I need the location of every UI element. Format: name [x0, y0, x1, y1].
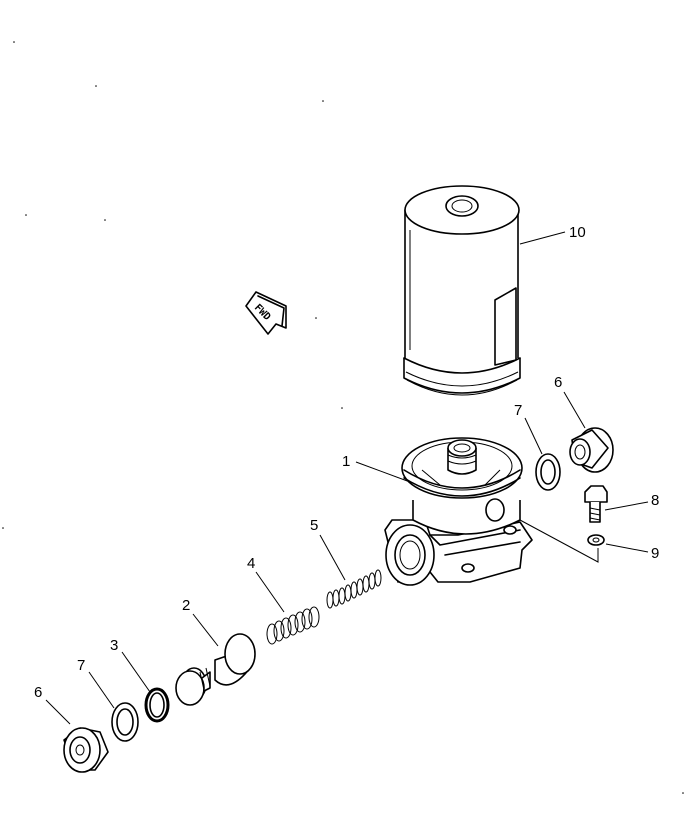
label-9: 9 [651, 545, 659, 562]
leader-lines [45, 231, 649, 725]
label-2: 2 [182, 597, 190, 614]
valve-plunger [175, 633, 256, 706]
label-8: 8 [651, 492, 659, 509]
label-7-right: 7 [514, 402, 522, 419]
label-1: 1 [342, 453, 350, 470]
leader-bolt-ref [519, 519, 599, 563]
label-10: 10 [569, 224, 586, 241]
callout-labels: 10 1 2 3 4 5 6 6 7 7 8 9 [34, 224, 659, 701]
gasket-right [535, 453, 561, 491]
label-6-left: 6 [34, 684, 42, 701]
o-ring [144, 687, 170, 723]
label-7-left: 7 [77, 657, 85, 674]
leader-3 [121, 651, 151, 693]
label-4: 4 [247, 555, 255, 572]
leader-5 [319, 534, 346, 581]
leader-4 [255, 571, 285, 613]
leader-1 [355, 461, 411, 483]
leader-7-right [524, 417, 543, 455]
label-5: 5 [310, 517, 318, 534]
plug-right [569, 427, 614, 473]
label-3: 3 [110, 637, 118, 654]
fwd-direction-marker: FWD [245, 291, 287, 335]
leader-6-right [563, 391, 586, 429]
washer [587, 534, 605, 546]
filter-cartridge [403, 185, 521, 396]
filter-head [384, 437, 533, 586]
leader-2 [192, 613, 219, 647]
leader-7-left [88, 671, 115, 709]
scan-specks [2, 41, 684, 794]
plug-left [63, 727, 109, 773]
leader-9 [605, 543, 649, 553]
leader-10 [519, 231, 566, 245]
leader-8 [604, 501, 649, 511]
label-6-right: 6 [554, 374, 562, 391]
spring-small [326, 569, 382, 609]
gasket-left [111, 702, 139, 742]
bolt [584, 485, 608, 523]
leader-6-left [45, 699, 71, 725]
spring-large [266, 606, 320, 645]
